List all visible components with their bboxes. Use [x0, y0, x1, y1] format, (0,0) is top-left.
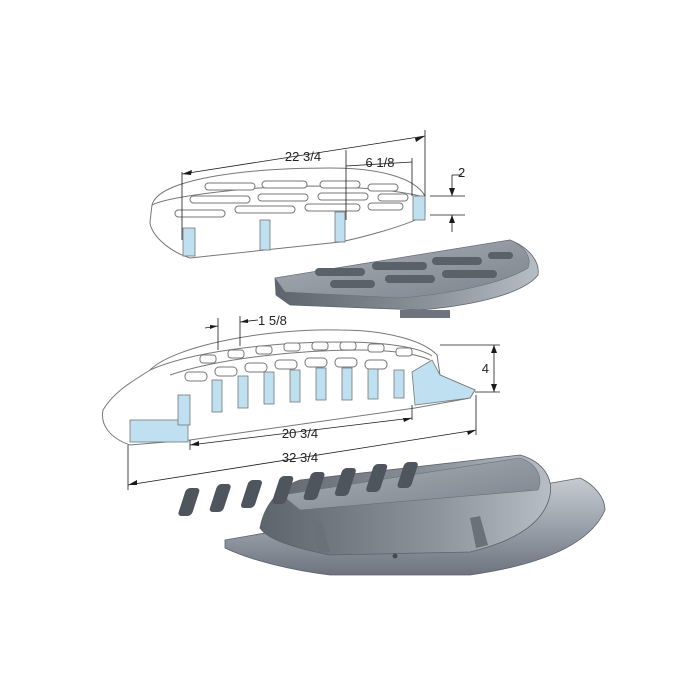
dim-frame-overall: 32 3/4 — [127, 395, 477, 490]
frame-section-cuts — [129, 359, 476, 443]
dim-top-height: 2 — [430, 165, 465, 232]
dim-label-frame-overall: 32 3/4 — [282, 450, 318, 465]
grate-render-slots — [315, 252, 513, 288]
dim-frame-inner: 20 3/4 — [189, 405, 413, 450]
frame-render — [178, 454, 606, 576]
dim-frame-height: 4 — [440, 344, 500, 393]
frame-outline — [101, 329, 476, 446]
dim-label-bar-width: 1 5/8 — [258, 313, 287, 328]
dim-label-frame-inner: 20 3/4 — [282, 426, 318, 441]
grate-render — [274, 239, 539, 318]
dim-label-top-height: 2 — [458, 165, 465, 180]
dim-bar-width: 1 5/8 — [204, 313, 287, 350]
top-grate-section — [149, 167, 426, 259]
dim-label-frame-height: 4 — [482, 361, 489, 376]
dim-top-slot: 6 1/8 — [345, 150, 413, 220]
dim-label-top-overall: 22 3/4 — [285, 149, 321, 164]
frame-bars — [184, 341, 413, 382]
top-grate-slots — [174, 180, 409, 218]
dim-top-overall: 22 3/4 — [181, 130, 426, 240]
dim-label-top-slot: 6 1/8 — [366, 155, 395, 170]
top-grate-section-cuts — [182, 195, 426, 257]
frame-section — [101, 329, 476, 446]
frame-render-slots — [178, 462, 418, 516]
